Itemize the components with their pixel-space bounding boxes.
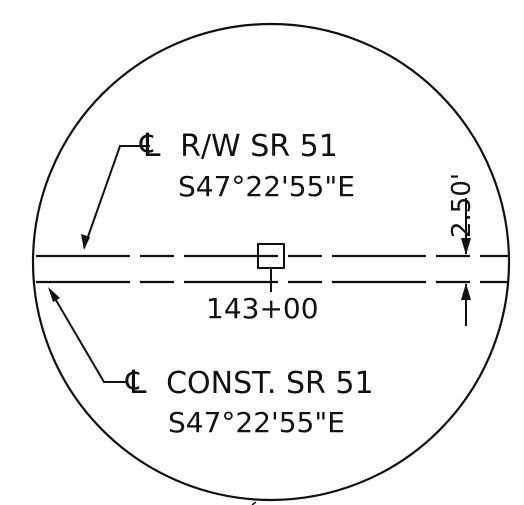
const-bearing: S47°22'55"E bbox=[168, 406, 345, 439]
offset-arrowhead-upper bbox=[461, 238, 471, 255]
svg-text:℄ CONST. SR 51: ℄ CONST. SR 51 bbox=[125, 363, 374, 401]
rw-leader-arrowhead bbox=[81, 234, 90, 250]
const-leader-line bbox=[49, 289, 126, 383]
detail-circle bbox=[31, 22, 511, 502]
rw-centerline-symbol: ℄ bbox=[139, 126, 161, 164]
rw-bearing: S47°22'55"E bbox=[178, 170, 355, 203]
const-label-text: CONST. SR 51 bbox=[166, 366, 373, 401]
rw-leader-line bbox=[83, 145, 150, 249]
const-centerline-symbol: ℄ bbox=[125, 363, 147, 401]
const-leader-arrowhead bbox=[48, 287, 60, 302]
offset-label: 2.50' bbox=[447, 173, 477, 238]
rw-label-text: R/W SR 51 bbox=[180, 129, 338, 164]
svg-text:℄ R/W SR 51: ℄ R/W SR 51 bbox=[139, 126, 338, 164]
station-label: 143+00 bbox=[206, 292, 319, 325]
offset-arrowhead-lower bbox=[461, 283, 471, 300]
